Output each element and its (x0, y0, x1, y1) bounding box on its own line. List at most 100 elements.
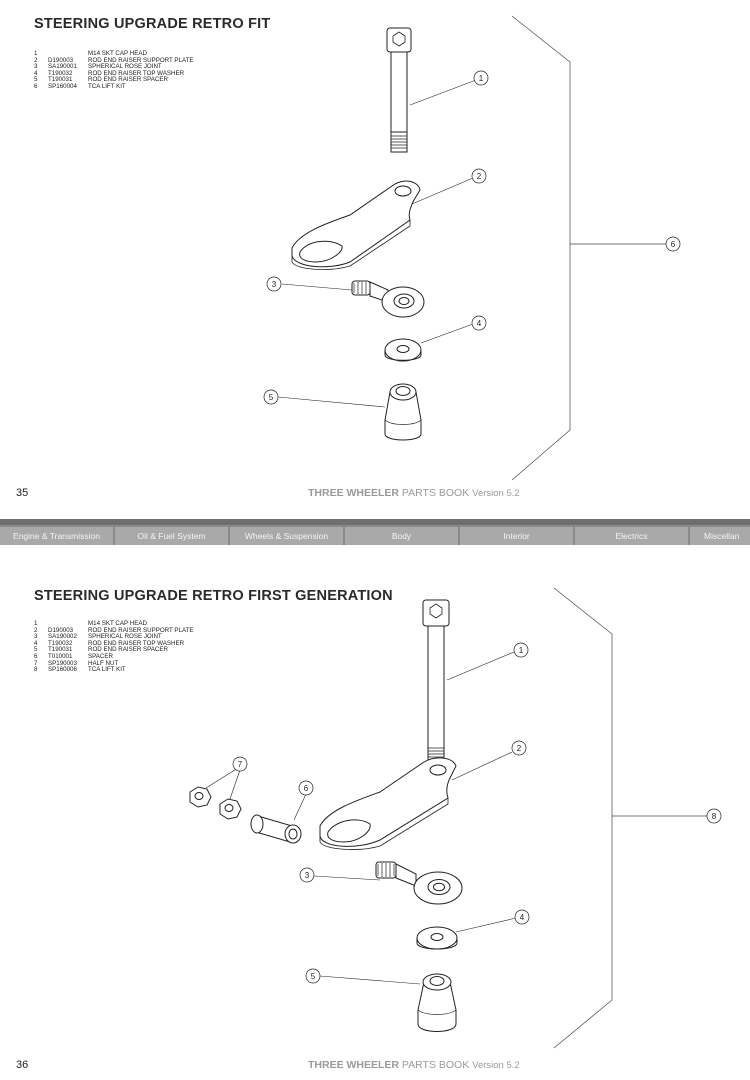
tab-interior[interactable]: Interior (460, 527, 573, 545)
item-number: 7 (34, 659, 38, 667)
part-number: SA190001 (48, 63, 77, 71)
nav-tabs: Engine & Transmission Oil & Fuel System … (0, 527, 750, 545)
part-description: SPACER (88, 652, 113, 660)
leader-line (277, 396, 386, 408)
exploded-parts-diagram: 1 2 3 4 5 6 7 8 (189, 587, 722, 1049)
footer-book-title: THREE WHEELER PARTS BOOK Version 5.2 (308, 1059, 520, 1071)
callout-label: 5 (311, 972, 316, 981)
callout-circle (305, 968, 321, 984)
footer-book: PARTS BOOK (399, 487, 473, 499)
part-description: ROD END RAISER SUPPORT PLATE (88, 626, 194, 634)
part-description: ROD END RAISER SPACER (88, 646, 168, 654)
part-description: ROD END RAISER TOP WASHER (88, 639, 185, 647)
footer-book: PARTS BOOK (399, 1059, 473, 1071)
callout-label: 3 (272, 280, 277, 289)
tab-electrics[interactable]: Electrics (575, 527, 688, 545)
item-number: 2 (34, 56, 38, 64)
support-plate-drawing (319, 757, 457, 850)
part-number: SP160004 (48, 82, 77, 90)
part-description: ROD END RAISER SPACER (88, 76, 168, 84)
tab-engine-transmission[interactable]: Engine & Transmission (0, 527, 113, 545)
footer-brand: THREE WHEELER (308, 1059, 400, 1071)
tab-body[interactable]: Body (345, 527, 458, 545)
part-number: T010001 (48, 652, 73, 660)
callout-circle (471, 315, 487, 331)
page-title: STEERING UPGRADE RETRO FIRST GENERATION (34, 588, 393, 604)
exploded-parts-diagram: 1 2 3 4 5 6 (263, 15, 681, 481)
callout-label: 8 (712, 812, 717, 821)
part-number: T190031 (48, 646, 73, 654)
part-description: TCA LIFT KIT (88, 666, 126, 674)
callout-label: 2 (517, 744, 522, 753)
leader-line (313, 875, 381, 881)
callout-label: 4 (520, 913, 525, 922)
item-number: 5 (34, 646, 38, 654)
callout-circle (263, 389, 279, 405)
leader-line (229, 769, 241, 800)
callout-circle (471, 168, 487, 184)
callout-circle (706, 808, 722, 824)
catalog-page-36: STEERING UPGRADE RETRO FIRST GENERATION … (0, 548, 750, 1080)
callout-label: 1 (519, 646, 524, 655)
part-number: D190003 (48, 626, 74, 634)
raiser-spacer-drawing (384, 383, 422, 441)
callout-circle (665, 236, 681, 252)
part-description: SPHERICAL ROSE JOINT (88, 63, 162, 71)
parts-list-row: 2 D190003 ROD END RAISER SUPPORT PLATE (34, 626, 194, 635)
part-number: SP190003 (48, 659, 77, 667)
page-number: 36 (16, 1059, 29, 1071)
part-description: TCA LIFT KIT (88, 82, 126, 90)
assembly-bracket (553, 587, 613, 1049)
callout-label: 5 (269, 393, 274, 402)
leader-line (281, 283, 353, 291)
top-washer-drawing (416, 926, 458, 950)
item-number: 4 (34, 69, 38, 77)
callout-label: 4 (477, 319, 482, 328)
part-description: M14 SKT CAP HEAD (88, 620, 147, 627)
parts-list-row: 7 SP190003 HALF NUT (34, 659, 194, 668)
tab-miscellaneous[interactable]: Miscellan (690, 527, 750, 545)
item-number: 2 (34, 626, 38, 634)
part-number: T190032 (48, 639, 73, 647)
top-washer-drawing (384, 338, 422, 362)
item-number: 8 (34, 666, 38, 674)
leader-line (411, 177, 474, 205)
socket-cap-bolt-drawing (386, 27, 412, 153)
leader-line (319, 975, 421, 985)
parts-list-row: 5 T190031 ROD END RAISER SPACER (34, 647, 194, 654)
tab-wheels-suspension[interactable]: Wheels & Suspension (230, 527, 343, 545)
parts-list-row: 8 SP160006 TCA LIFT KIT (34, 667, 194, 674)
leader-line (451, 751, 513, 781)
section-navigation-bar: Engine & Transmission Oil & Fuel System … (0, 519, 750, 545)
leader-line (446, 651, 515, 681)
tab-oil-fuel-system[interactable]: Oil & Fuel System (115, 527, 228, 545)
raiser-spacer-drawing (417, 973, 457, 1032)
leader-line (293, 793, 307, 821)
callout-circle (473, 70, 489, 86)
item-number: 6 (34, 82, 38, 90)
item-number: 1 (34, 50, 38, 57)
footer-brand: THREE WHEELER (308, 487, 400, 499)
part-description: ROD END RAISER SUPPORT PLATE (88, 56, 194, 64)
page-number: 35 (16, 487, 29, 499)
spacer-drawing (250, 814, 302, 844)
callout-group (263, 70, 681, 405)
item-number: 1 (34, 620, 38, 627)
callout-label: 6 (304, 784, 309, 793)
part-number: SP160006 (48, 666, 77, 674)
part-description: HALF NUT (88, 659, 119, 667)
page-title: STEERING UPGRADE RETRO FIT (34, 16, 271, 32)
callout-label: 3 (305, 871, 310, 880)
callout-label: 6 (671, 240, 676, 249)
